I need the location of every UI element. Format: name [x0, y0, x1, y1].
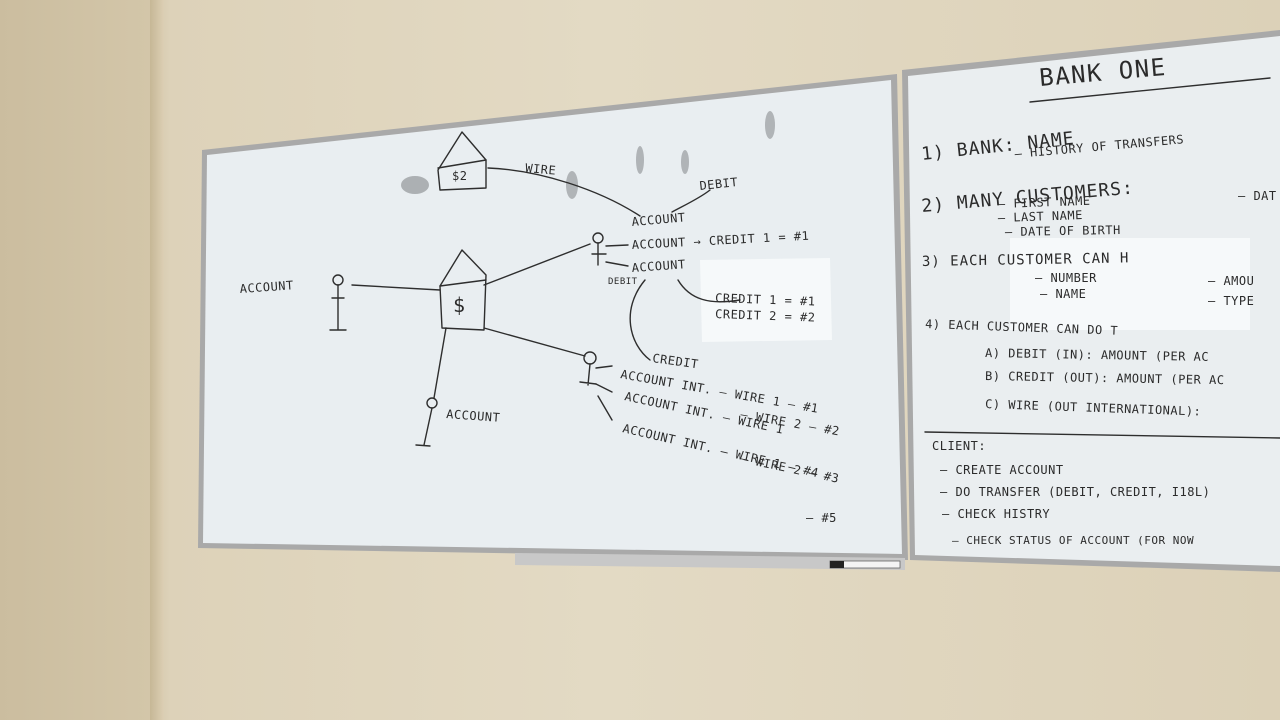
smudge	[681, 150, 689, 174]
item4b: B) CREDIT (OUT): AMOUNT (PER AC	[985, 369, 1225, 387]
smudge	[765, 111, 775, 139]
debit-small-label: DEBIT	[608, 277, 638, 287]
client-heading: CLIENT:	[932, 439, 986, 453]
account-top-label: ACCOUNT	[631, 210, 686, 229]
title-underline	[1029, 77, 1271, 103]
client1: – CREATE ACCOUNT	[940, 463, 1064, 477]
wire-label: WIRE	[525, 161, 557, 178]
right-board-glare	[1010, 238, 1250, 330]
client2: – DO TRANSFER (DEBIT, CREDIT, I18L)	[940, 485, 1210, 499]
item3a: – NUMBER	[1035, 271, 1097, 285]
credit2-label: CREDIT 2 = #2	[715, 307, 816, 324]
left-whiteboard-surface	[203, 80, 902, 554]
smudge	[636, 146, 644, 174]
client-divider	[924, 431, 1280, 439]
wall-corner	[150, 0, 164, 720]
left-board-drawing	[329, 131, 741, 447]
item4: 4) EACH CUSTOMER CAN DO T	[925, 317, 1118, 338]
bank-dollar-symbol: $	[453, 293, 467, 317]
int-row3b: – #5	[806, 511, 837, 525]
marker-tray	[515, 553, 905, 570]
smudge	[566, 171, 578, 199]
debit-label: DEBIT	[699, 175, 739, 193]
bank2-label: $2	[452, 169, 467, 183]
credit1-label: CREDIT 1 = #1	[715, 291, 816, 308]
account-debit-label: ACCOUNT	[631, 257, 686, 275]
client3: – CHECK HISTRY	[942, 507, 1050, 521]
credit-label: CREDIT	[652, 351, 700, 371]
item2d: – DAT	[1238, 189, 1277, 203]
item3b: – NAME	[1040, 287, 1086, 301]
item2a: – FIRST NAME	[998, 194, 1091, 211]
left-board-glare	[700, 258, 832, 342]
account-left-label: ACCOUNT	[239, 278, 294, 296]
smudge	[401, 176, 429, 194]
item3c: – AMOU	[1208, 274, 1254, 288]
item2c: – DATE OF BIRTH	[1005, 223, 1121, 239]
item2b: – LAST NAME	[998, 208, 1083, 225]
account-bottom-label: ACCOUNT	[446, 407, 501, 425]
marker-cap	[830, 561, 844, 568]
item3d: – TYPE	[1208, 294, 1254, 308]
client4: – CHECK STATUS OF ACCOUNT (FOR NOW	[952, 534, 1194, 547]
item4a: A) DEBIT (IN): AMOUNT (PER AC	[985, 346, 1209, 364]
item3: 3) EACH CUSTOMER CAN H	[922, 250, 1130, 270]
